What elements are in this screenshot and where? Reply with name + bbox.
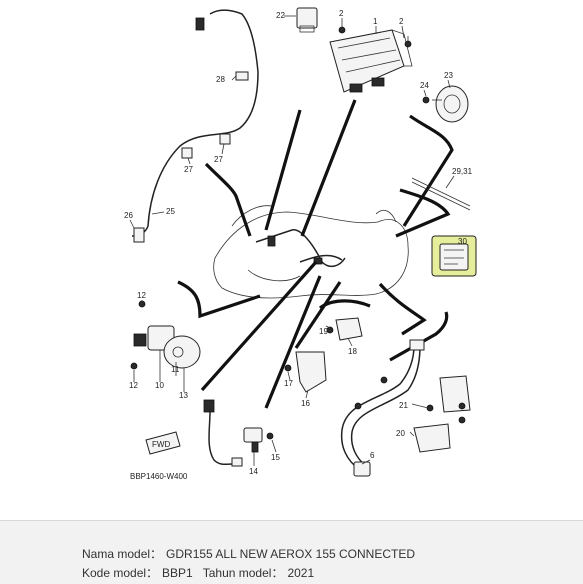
- sensor-wire: [131, 9, 259, 243]
- callout-15: 15: [271, 453, 280, 462]
- hose-6: [340, 339, 425, 477]
- callout-lines: [129, 15, 455, 466]
- cable-strap: [411, 177, 471, 211]
- callout-1: 1: [373, 17, 378, 26]
- model-name-value: GDR155 ALL NEW AEROX 155 CONNECTED: [166, 547, 416, 561]
- bracket-16: [284, 351, 327, 393]
- horn-part: [422, 85, 469, 123]
- callout-27: 27: [214, 155, 223, 164]
- relay-part: [296, 7, 318, 33]
- model-code-label: Kode model：: [82, 566, 159, 580]
- model-name-label: Nama model：: [82, 547, 163, 561]
- callout-22: 22: [276, 11, 285, 20]
- callout-20: 20: [396, 429, 405, 438]
- callout-27: 27: [184, 165, 193, 174]
- callout-2: 2: [339, 9, 344, 18]
- leader-lines: [177, 99, 454, 409]
- model-name-row: Nama model：GDR155 ALL NEW AEROX 155 CONN…: [82, 545, 419, 562]
- callout-2: 2: [399, 17, 404, 26]
- sensor-14: [243, 427, 274, 453]
- callout-numbers: 1 2 2 22 23 24 29,31 30 28 27 27 25 26 1…: [124, 9, 473, 476]
- ecu-part: [329, 29, 413, 93]
- model-caption: Nama model：GDR155 ALL NEW AEROX 155 CONN…: [0, 520, 583, 584]
- callout-6: 6: [370, 451, 375, 460]
- fwd-arrow: FWD: [145, 431, 181, 455]
- clamp-18: [326, 317, 363, 341]
- callout-11: 11: [171, 365, 180, 374]
- callout-21: 21: [399, 401, 408, 410]
- model-code-row: Kode model：BBP1 Tahun model：2021: [82, 564, 318, 581]
- callout-12: 12: [129, 381, 138, 390]
- callout-13: 13: [179, 391, 188, 400]
- callout-19: 19: [319, 327, 328, 336]
- part-30: [431, 235, 477, 277]
- model-year-label: Tahun model：: [202, 566, 284, 580]
- callout-26: 26: [124, 211, 133, 220]
- motorcycle-outline: [213, 205, 409, 299]
- bracket-20: [413, 375, 471, 453]
- callout-17: 17: [284, 379, 293, 388]
- callout-29-31: 29,31: [452, 167, 473, 176]
- model-code-value: BBP1: [162, 566, 193, 580]
- harness-clip: [313, 257, 323, 265]
- callout-10: 10: [155, 381, 164, 390]
- callout-16: 16: [301, 399, 310, 408]
- fwd-label: FWD: [152, 440, 170, 449]
- diagram-code: BBP1460-W400: [130, 472, 188, 481]
- callout-12: 12: [137, 291, 146, 300]
- callout-30: 30: [458, 237, 467, 246]
- bolts-2: [338, 22, 412, 48]
- clamps-small: [354, 376, 388, 410]
- o2-sensor: [203, 399, 243, 467]
- callout-24: 24: [420, 81, 429, 90]
- callout-23: 23: [444, 71, 453, 80]
- sensor-assembly: [130, 300, 201, 370]
- callout-18: 18: [348, 347, 357, 356]
- callout-25: 25: [166, 207, 175, 216]
- model-year-value: 2021: [287, 566, 315, 580]
- parts-diagram: FWD: [124, 7, 477, 481]
- ecu-connector: [267, 235, 276, 247]
- callout-28: 28: [216, 75, 225, 84]
- callout-14: 14: [249, 467, 258, 476]
